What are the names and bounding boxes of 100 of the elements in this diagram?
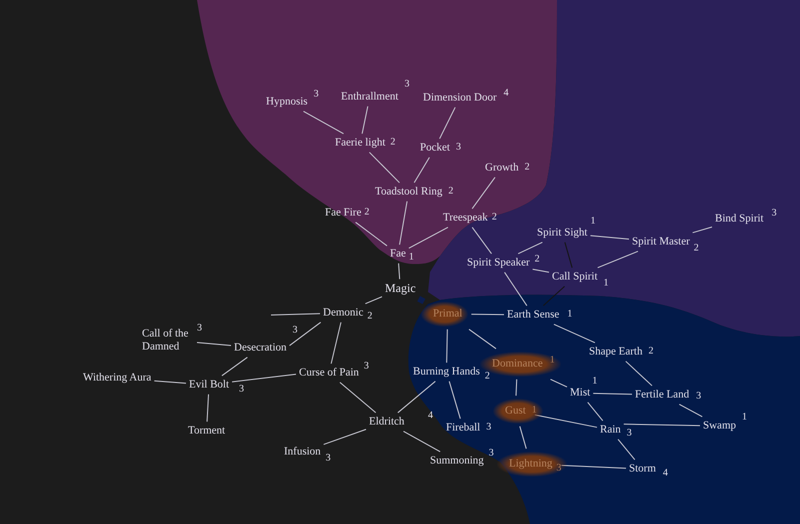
level-number: 2 (694, 244, 699, 254)
connector-line (623, 424, 700, 426)
skill-name: Rain (600, 424, 621, 436)
level-number: 3 (556, 464, 562, 474)
connector-line (550, 378, 568, 388)
level-number: 2 (524, 163, 530, 173)
connector-line (368, 152, 400, 184)
connector-line (534, 414, 598, 428)
connector-line (154, 380, 186, 384)
level-number: 1 (532, 406, 537, 416)
connector-line (196, 342, 232, 346)
connector-line (564, 242, 573, 268)
skill-name: Storm (629, 462, 656, 476)
connector-line (397, 380, 436, 414)
skill-name: Summoning (430, 454, 484, 468)
connector-line (678, 404, 703, 418)
connector-line (232, 374, 296, 382)
connector-line (472, 226, 492, 254)
level-number: 3 (456, 143, 461, 153)
skill-name: Eldritch (369, 416, 404, 428)
level-number: 1 (550, 356, 555, 366)
level-number: 2 (534, 255, 540, 265)
connector-line (362, 106, 368, 134)
level-number: 1 (742, 413, 747, 423)
level-number: 4 (428, 411, 433, 421)
connector-line (448, 380, 461, 420)
level-number: 2 (492, 213, 497, 223)
connector-line (692, 226, 712, 234)
skill-name: Infusion (284, 446, 321, 458)
skill-name: Evil Bolt (189, 378, 230, 392)
level-number: 2 (390, 138, 396, 148)
connector-line (206, 394, 210, 422)
skill-name: Faerie light (335, 136, 386, 150)
skill-name: Gust (505, 404, 526, 418)
skill-name: Fertile Land (635, 388, 690, 402)
skill-name: Spirit Speaker (467, 256, 530, 270)
skill-name: Desecration (234, 342, 287, 354)
connector-line (597, 250, 638, 268)
skill-name: Fae Fire (325, 206, 362, 220)
connector-line (414, 156, 430, 184)
level-number: 1 (567, 310, 572, 320)
connector-line (289, 322, 322, 346)
skill-name: Call Spirit (552, 270, 598, 284)
level-number: 1 (592, 377, 598, 387)
level-number: 3 (364, 362, 369, 372)
connector-line (398, 262, 400, 280)
connector-line (504, 272, 528, 306)
connector-line (532, 268, 550, 273)
skill-name: Withering Aura (83, 372, 152, 384)
level-number: 3 (696, 392, 702, 402)
connector-line (339, 382, 376, 414)
skill-name: Lightning (509, 458, 552, 470)
skill-name: Dominance (492, 358, 543, 370)
level-number: 2 (648, 347, 654, 357)
skill-name: Call of the Damned (142, 327, 194, 353)
connector-line (472, 176, 496, 210)
skill-name: Hypnosis (266, 96, 308, 108)
connector-line (221, 356, 248, 376)
connector-line (270, 313, 320, 316)
connector-line (446, 328, 448, 364)
level-number: 1 (590, 217, 596, 227)
skill-name: Pocket (420, 142, 450, 154)
connector-line (364, 296, 382, 304)
level-number: 2 (367, 312, 372, 322)
level-number: 1 (408, 253, 414, 263)
skill-name: Earth Sense (507, 308, 560, 322)
level-number: 3 (326, 454, 331, 464)
connector-line (355, 222, 388, 246)
connector-line (560, 464, 626, 469)
connector-line (323, 428, 366, 445)
connector-line (417, 296, 426, 304)
skill-name: Toadstool Ring (375, 186, 442, 198)
connector-line (542, 286, 566, 306)
skill-name: Dimension Door (423, 92, 497, 104)
level-number: 3 (772, 209, 777, 219)
skill-name: Growth (485, 162, 519, 174)
level-number: 3 (488, 449, 494, 459)
skill-name: Bind Spirit (715, 212, 764, 226)
level-number: 3 (292, 326, 298, 336)
level-number: 2 (364, 208, 370, 218)
skill-name: Magic (385, 282, 416, 296)
skill-name: Curse of Pain (299, 366, 359, 380)
connector-line (439, 106, 456, 140)
skill-name: Demonic (323, 306, 364, 320)
level-number: 2 (484, 372, 490, 382)
level-number: 3 (626, 429, 632, 439)
connector-line (516, 378, 518, 396)
skill-name: Torment (188, 424, 226, 438)
connector-line (590, 235, 630, 240)
connector-line (468, 328, 496, 350)
level-number: 3 (239, 385, 244, 395)
level-number: 3 (486, 423, 492, 433)
connector-line (302, 110, 344, 134)
connector-line (553, 324, 596, 344)
level-number: 2 (448, 187, 454, 197)
connector-line (403, 430, 441, 452)
connector-line (618, 438, 636, 460)
connector-line (330, 322, 342, 364)
skill-name: Fireball (446, 422, 480, 434)
skill-name: Burning Hands (413, 366, 480, 378)
